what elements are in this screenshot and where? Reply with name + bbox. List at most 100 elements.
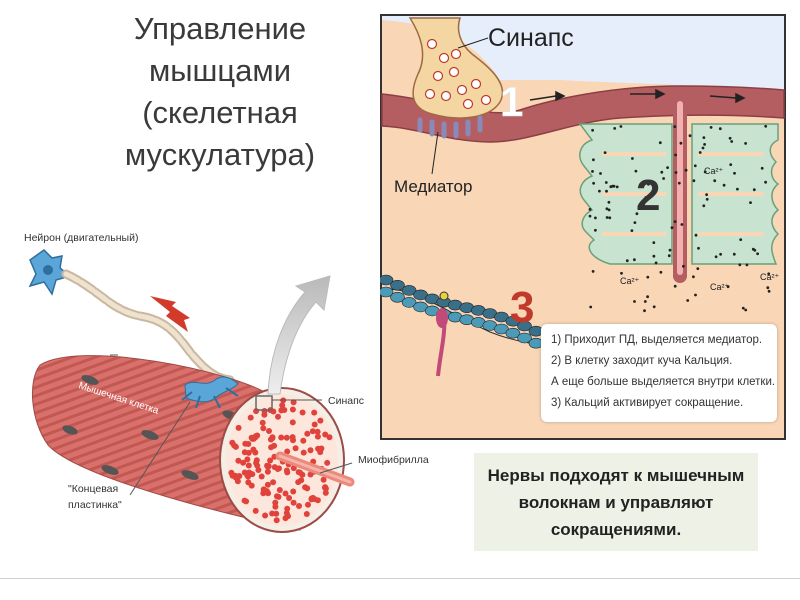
myofibril-dot xyxy=(248,415,254,421)
myofibril-dot xyxy=(264,488,270,494)
calcium-dot xyxy=(609,185,612,188)
calcium-dot xyxy=(594,217,597,220)
calcium-dot xyxy=(668,254,671,257)
calcium-dot xyxy=(592,182,595,185)
myofibril-dot xyxy=(252,450,258,456)
calcium-dot xyxy=(620,272,623,275)
myofibril-dot xyxy=(304,511,310,517)
zoom-arrow xyxy=(268,276,330,394)
calcium-dot xyxy=(739,238,742,241)
end-plate-label: "Концевая xyxy=(68,483,118,495)
myofibril-dot xyxy=(308,447,314,453)
calcium-dot xyxy=(744,309,747,312)
title-line: Управление xyxy=(100,8,340,50)
myofibril-dot xyxy=(274,517,280,523)
myofibril-dot xyxy=(300,438,306,444)
calcium-dot xyxy=(599,172,602,175)
calcium-dot xyxy=(606,216,609,219)
calcium-dot xyxy=(644,300,647,303)
myofibril-dot xyxy=(265,482,271,488)
calcium-dot xyxy=(594,229,597,232)
myofibril-dot xyxy=(229,440,235,446)
calcium-dot xyxy=(733,172,736,175)
myofibril-dot xyxy=(310,428,316,434)
myofibril-dot xyxy=(309,496,315,502)
vesicle xyxy=(464,100,473,109)
myofibril-dot xyxy=(266,428,272,434)
vesicle xyxy=(440,54,449,63)
vesicle xyxy=(434,72,443,81)
myofibril-dot xyxy=(253,508,259,514)
step-line: 2) В клетку заходит куча Кальция. xyxy=(551,351,777,372)
slide-title: Управление мышцами (скелетная мускулатур… xyxy=(100,8,340,176)
calcium-dot xyxy=(646,295,649,298)
calcium-dot xyxy=(744,142,747,145)
calcium-dot xyxy=(606,207,609,210)
vesicle xyxy=(450,68,459,77)
calcium-dot xyxy=(653,255,656,258)
calcium-dot xyxy=(696,267,699,270)
calcium-dot xyxy=(591,129,594,132)
myofibril-dot xyxy=(253,460,259,466)
calcium-dot xyxy=(674,285,677,288)
calcium-dot xyxy=(694,164,697,167)
calcium-dot xyxy=(660,271,663,274)
calcium-label: Ca²⁺ xyxy=(620,276,640,286)
myofibril-dot xyxy=(249,471,255,477)
myofibril-label: Миофибрилла xyxy=(358,454,429,466)
calcium-dot xyxy=(666,166,669,169)
vesicle xyxy=(472,80,481,89)
myofibril-dot xyxy=(284,435,290,441)
synapse-label: Синапс xyxy=(328,395,364,407)
myofibril-dot xyxy=(290,419,296,425)
calcium-dot xyxy=(703,143,706,146)
calcium-dot xyxy=(682,265,685,268)
calcium-dot xyxy=(605,190,608,193)
myofibril-dot xyxy=(242,470,248,476)
calcium-dot xyxy=(620,125,623,128)
calcium-dot xyxy=(742,307,745,310)
myofibril-dot xyxy=(283,491,289,497)
myofibril-dot xyxy=(262,513,268,519)
myofibril-dot xyxy=(260,420,266,426)
myofibril-dot xyxy=(274,493,280,499)
step-number-2: 2 xyxy=(636,171,660,220)
calcium-dot xyxy=(633,258,636,261)
caption-line: сокращениями. xyxy=(488,516,745,543)
calcium-dot xyxy=(680,142,683,145)
footer-divider xyxy=(0,578,800,579)
calcium-dot xyxy=(643,309,646,312)
calcium-dot xyxy=(604,151,607,154)
calcium-dot xyxy=(729,137,732,140)
myofibril-dot xyxy=(290,434,296,440)
calcium-dot xyxy=(689,134,692,137)
myofibril-dot xyxy=(305,502,311,508)
calcium-dot xyxy=(608,201,611,204)
mediator-label: Медиатор xyxy=(394,177,472,196)
myofibril-dot xyxy=(284,506,290,512)
calcium-dot xyxy=(753,188,756,191)
step-number-1: 1 xyxy=(500,78,523,125)
title-line: мускулатура) xyxy=(100,134,340,176)
calcium-dot xyxy=(746,264,749,267)
calcium-dot xyxy=(766,286,769,289)
step-line: 1) Приходит ПД, выделяется медиатор. xyxy=(551,330,777,351)
myofibril-dot xyxy=(270,479,276,485)
calcium-dot xyxy=(613,185,616,188)
vesicle xyxy=(452,50,461,59)
calcium-dot xyxy=(733,253,736,256)
calcium-dot xyxy=(626,259,629,262)
myofibril-dot xyxy=(228,470,234,476)
title-line: мышцами xyxy=(100,50,340,92)
myofibril-dot xyxy=(302,484,308,490)
myofibril-dot xyxy=(270,434,276,440)
calcium-dot xyxy=(719,253,722,256)
calcium-dot xyxy=(685,169,688,172)
myofibril-dot xyxy=(300,410,306,416)
myofibril-dot xyxy=(268,444,274,450)
calcium-dot xyxy=(589,306,592,309)
myofibril-dot xyxy=(284,468,290,474)
myofibril-dot xyxy=(259,474,265,480)
calcium-dot xyxy=(761,167,764,170)
myofibril-dot xyxy=(242,441,248,447)
